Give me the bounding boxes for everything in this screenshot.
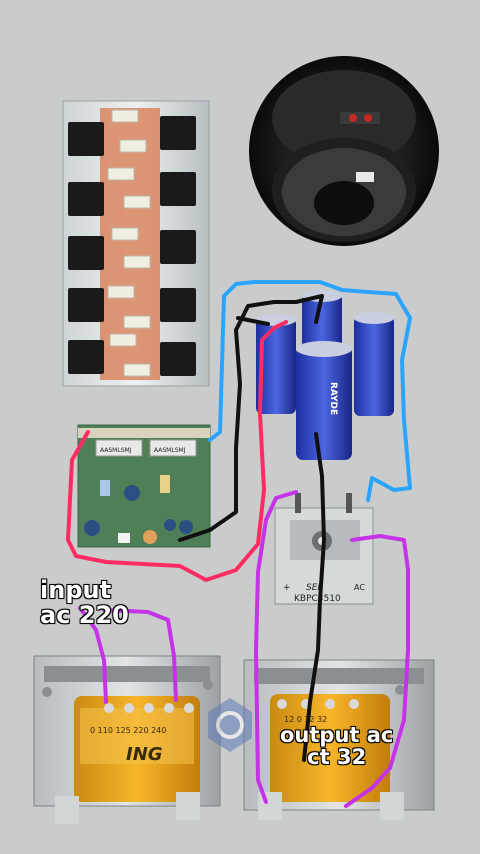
black-wire [178, 294, 326, 762]
input-label-line2: ac 220 [40, 601, 129, 630]
input-label: input ac 220 [40, 576, 129, 630]
input-label-line1: input [40, 576, 112, 604]
capacitor [354, 312, 394, 416]
rectifier-model: KBPC3510 [294, 594, 341, 604]
output-label: output ac ct 32 [280, 724, 393, 768]
output-transformer: 12 0 12 32 [243, 659, 435, 820]
purple-wire [78, 490, 410, 808]
watermark-logo [208, 698, 252, 752]
rectifier-plus: + [283, 583, 291, 593]
rectifier-ac: AC [354, 583, 365, 592]
output-label-line1: output ac [280, 723, 394, 747]
speaker [249, 56, 439, 246]
capacitor [296, 341, 352, 460]
input-transformer: 0 110 125 220 240 ING [33, 655, 221, 824]
output-label-line2: ct 32 [307, 745, 367, 770]
filter-capacitors: RAYDE [256, 290, 394, 460]
red-wire [66, 320, 288, 582]
driver-pcb: AASMLSMJ AASMLSMJ [77, 424, 211, 548]
pcb-chip-label: AASMLSMJ [100, 447, 132, 454]
emitter-resistors [107, 109, 151, 377]
amplifier-heatsink-board [62, 100, 210, 387]
input-transformer-taps: 0 110 125 220 240 [90, 726, 166, 735]
power-transistors [68, 116, 196, 376]
pcb-chip-label: AASMLSMJ [154, 447, 186, 454]
rectifier-brand: SEP [306, 583, 323, 593]
wires [66, 280, 412, 808]
blue-wire [208, 280, 412, 502]
output-transformer-taps: 12 0 12 32 [284, 715, 327, 724]
input-transformer-brand: ING [126, 744, 163, 765]
capacitor-brand: RAYDE [328, 382, 338, 415]
